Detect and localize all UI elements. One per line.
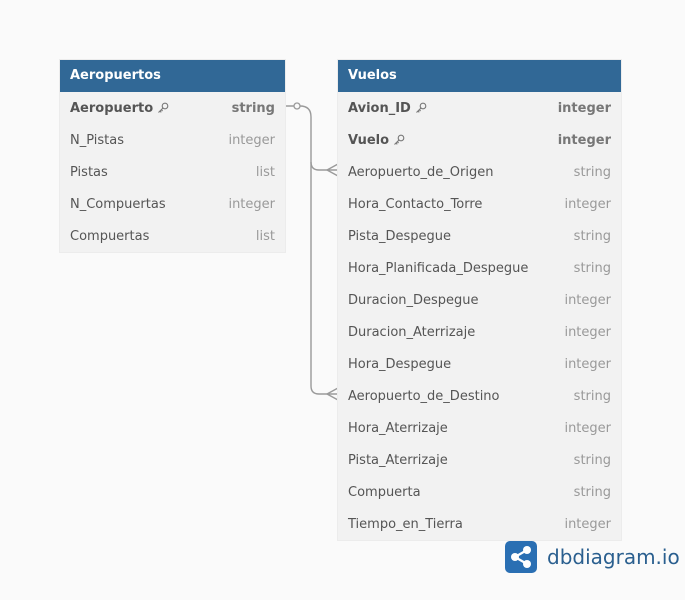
field-name: Vuelo	[348, 132, 390, 148]
field-type: integer	[564, 420, 611, 436]
field-row[interactable]: Hora_Despegue integer	[338, 348, 621, 380]
field-name-wrap: Hora_Despegue	[348, 357, 451, 372]
field-name-wrap: Aeropuerto_de_Origen	[348, 165, 494, 180]
relation-one-marker	[293, 102, 301, 110]
field-name: Aeropuerto_de_Destino	[348, 388, 500, 404]
field-row[interactable]: Duracion_Despegue integer	[338, 284, 621, 316]
field-name: N_Pistas	[70, 132, 124, 148]
key-icon	[415, 102, 427, 114]
relation-line-destino	[310, 162, 338, 395]
field-name: Avion_ID	[348, 100, 411, 116]
table-title[interactable]: Vuelos	[338, 60, 621, 92]
field-row[interactable]: Aeropuerto_de_Origen string	[338, 156, 621, 188]
field-type: integer	[564, 324, 611, 340]
field-name-wrap: Aeropuerto_de_Destino	[348, 389, 500, 404]
field-type: string	[573, 484, 611, 500]
field-name-wrap: Pista_Despegue	[348, 229, 451, 244]
field-row[interactable]: Avion_ID integer	[338, 92, 621, 124]
relation-line-origen	[285, 105, 338, 171]
field-type: string	[573, 388, 611, 404]
field-type: string	[573, 260, 611, 276]
field-name: N_Compuertas	[70, 196, 166, 212]
field-row[interactable]: Tiempo_en_Tierra integer	[338, 508, 621, 540]
field-name-wrap: Hora_Planificada_Despegue	[348, 261, 528, 276]
field-name: Duracion_Aterrizaje	[348, 324, 476, 340]
field-name: Compuertas	[70, 228, 150, 244]
field-row[interactable]: Pista_Aterrizaje string	[338, 444, 621, 476]
field-name: Hora_Aterrizaje	[348, 420, 448, 436]
field-name-wrap: Duracion_Aterrizaje	[348, 325, 475, 340]
field-name-wrap: Duracion_Despegue	[348, 293, 479, 308]
field-name-wrap: Compuerta	[348, 485, 421, 500]
key-icon	[157, 102, 169, 114]
field-name: Duracion_Despegue	[348, 292, 479, 308]
field-type: integer	[564, 356, 611, 372]
field-name-wrap: Vuelo	[348, 133, 405, 148]
field-name-wrap: Tiempo_en_Tierra	[348, 517, 463, 532]
field-type: string	[231, 100, 275, 116]
field-name: Aeropuerto_de_Origen	[348, 164, 494, 180]
field-row[interactable]: N_Compuertas integer	[60, 188, 285, 220]
field-row[interactable]: Pista_Despegue string	[338, 220, 621, 252]
field-name-wrap: Pista_Aterrizaje	[348, 453, 448, 468]
brand-name: dbdiagram.io	[547, 545, 680, 569]
field-name: Pistas	[70, 164, 108, 180]
field-row[interactable]: Aeropuerto_de_Destino string	[338, 380, 621, 412]
field-type: integer	[228, 132, 275, 148]
field-row[interactable]: Pistas list	[60, 156, 285, 188]
field-name: Tiempo_en_Tierra	[348, 516, 463, 532]
field-name: Compuerta	[348, 484, 421, 500]
crowfoot-destino	[326, 387, 339, 401]
field-name: Hora_Despegue	[348, 356, 452, 372]
field-name: Aeropuerto	[70, 100, 154, 116]
field-row[interactable]: Hora_Contacto_Torre integer	[338, 188, 621, 220]
share-network-icon	[505, 541, 537, 573]
field-row[interactable]: N_Pistas integer	[60, 124, 285, 156]
field-row[interactable]: Duracion_Aterrizaje integer	[338, 316, 621, 348]
field-name: Hora_Planificada_Despegue	[348, 260, 529, 276]
field-name-wrap: Pistas	[70, 165, 108, 180]
field-row[interactable]: Hora_Planificada_Despegue string	[338, 252, 621, 284]
crowfoot-origen	[326, 163, 339, 177]
table-title[interactable]: Aeropuertos	[60, 60, 285, 92]
field-row[interactable]: Hora_Aterrizaje integer	[338, 412, 621, 444]
field-name-wrap: N_Pistas	[70, 133, 124, 148]
dbdiagram-brand[interactable]: dbdiagram.io	[505, 540, 680, 574]
field-type: string	[573, 164, 611, 180]
field-row[interactable]: Compuertas list	[60, 220, 285, 252]
field-row[interactable]: Compuerta string	[338, 476, 621, 508]
field-name: Pista_Despegue	[348, 228, 452, 244]
field-type: integer	[564, 196, 611, 212]
field-type: list	[255, 228, 275, 244]
field-name: Hora_Contacto_Torre	[348, 196, 483, 212]
field-type: integer	[557, 100, 611, 116]
field-name-wrap: N_Compuertas	[70, 197, 166, 212]
field-name: Pista_Aterrizaje	[348, 452, 448, 468]
field-name-wrap: Hora_Contacto_Torre	[348, 197, 482, 212]
field-type: list	[255, 164, 275, 180]
field-type: integer	[564, 292, 611, 308]
field-type: integer	[228, 196, 275, 212]
field-row[interactable]: Aeropuerto string	[60, 92, 285, 124]
field-name-wrap: Avion_ID	[348, 101, 427, 116]
field-name-wrap: Hora_Aterrizaje	[348, 421, 448, 436]
field-name-wrap: Aeropuerto	[70, 101, 169, 116]
field-row[interactable]: Vuelo integer	[338, 124, 621, 156]
key-icon	[393, 134, 405, 146]
field-type: integer	[557, 132, 611, 148]
field-type: string	[573, 228, 611, 244]
field-name-wrap: Compuertas	[70, 229, 149, 244]
field-type: string	[573, 452, 611, 468]
field-type: integer	[564, 516, 611, 532]
